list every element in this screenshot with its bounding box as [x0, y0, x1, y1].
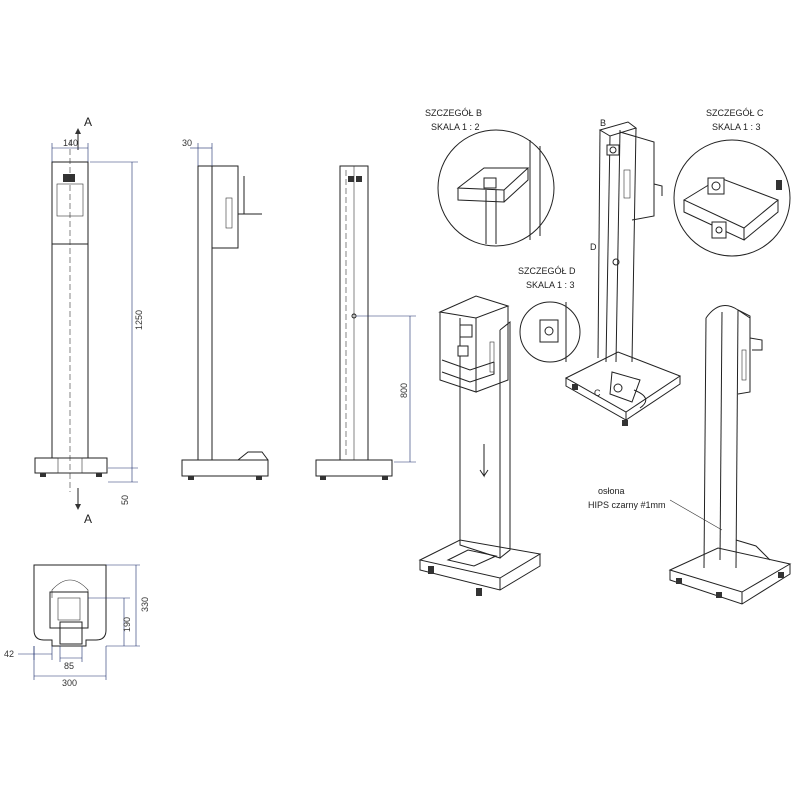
dim-190: 190 — [122, 617, 132, 632]
iso1-pedal — [446, 549, 498, 567]
iso2-base — [564, 351, 682, 413]
detail-c-title: SZCZEGÓŁ C — [706, 108, 764, 118]
dim-42: 42 — [4, 649, 14, 659]
section-view: 800 — [315, 165, 416, 480]
note-line-2: HIPS czarny #1mm — [588, 500, 666, 510]
detail-b-title: SZCZEGÓŁ B — [425, 108, 482, 118]
iso-view-dispenser — [418, 295, 542, 596]
detail-d-title: SZCZEGÓŁ D — [518, 266, 576, 276]
dim-330: 330 — [140, 597, 150, 612]
side-column — [197, 165, 213, 461]
front-base — [34, 457, 108, 474]
top-base-plate — [33, 564, 107, 647]
iso-view-rear: B D C — [564, 118, 682, 426]
dim-1250: 1250 — [134, 310, 144, 330]
detail-b-circle — [437, 129, 555, 247]
iso1-top — [438, 295, 510, 319]
top-dispenser-body — [49, 591, 89, 629]
section-arrow-bottom — [75, 504, 81, 510]
section-label-bottom: A — [84, 512, 92, 526]
side-view: 30 — [181, 138, 269, 480]
iso-view-cover: osłona HIPS czarny #1mm — [588, 305, 792, 605]
marker-d: D — [590, 242, 597, 252]
marker-b: B — [600, 118, 606, 128]
dim-140: 140 — [63, 138, 78, 148]
front-view: A A 140 1250 50 — [34, 115, 144, 526]
dim-30: 30 — [182, 138, 192, 148]
section-arrow-top — [75, 128, 81, 134]
dim-85: 85 — [64, 661, 74, 671]
iso1-base — [418, 539, 542, 579]
top-pedal — [59, 621, 83, 645]
front-foot-right — [96, 473, 102, 477]
detail-d: SZCZEGÓŁ D SKALA 1 : 3 — [518, 266, 581, 363]
detail-b: SZCZEGÓŁ B SKALA 1 : 2 — [425, 108, 555, 247]
detail-c-scale: SKALA 1 : 3 — [712, 122, 761, 132]
detail-c-circle — [673, 139, 791, 257]
marker-c: C — [594, 388, 601, 398]
side-dispenser-box — [211, 165, 239, 249]
detail-b-scale: SKALA 1 : 2 — [431, 122, 480, 132]
side-pedal — [237, 451, 269, 461]
dim-300: 300 — [62, 678, 77, 688]
detail-c: SZCZEGÓŁ C SKALA 1 : 3 — [673, 108, 791, 257]
front-pump-head — [63, 174, 75, 182]
note-leader-line — [669, 499, 723, 531]
side-base — [181, 459, 269, 477]
section-base — [315, 459, 393, 477]
dim-800: 800 — [399, 383, 409, 398]
section-label-top: A — [84, 115, 92, 129]
top-view: 330 190 42 85 300 — [4, 564, 150, 688]
dim-50: 50 — [120, 495, 130, 505]
top-dispenser-arc — [51, 579, 89, 598]
detail-d-circle — [519, 301, 581, 363]
detail-d-scale: SKALA 1 : 3 — [526, 280, 575, 290]
side-slot — [225, 197, 233, 229]
front-foot-left — [40, 473, 46, 477]
note-line-1: osłona — [598, 486, 625, 496]
